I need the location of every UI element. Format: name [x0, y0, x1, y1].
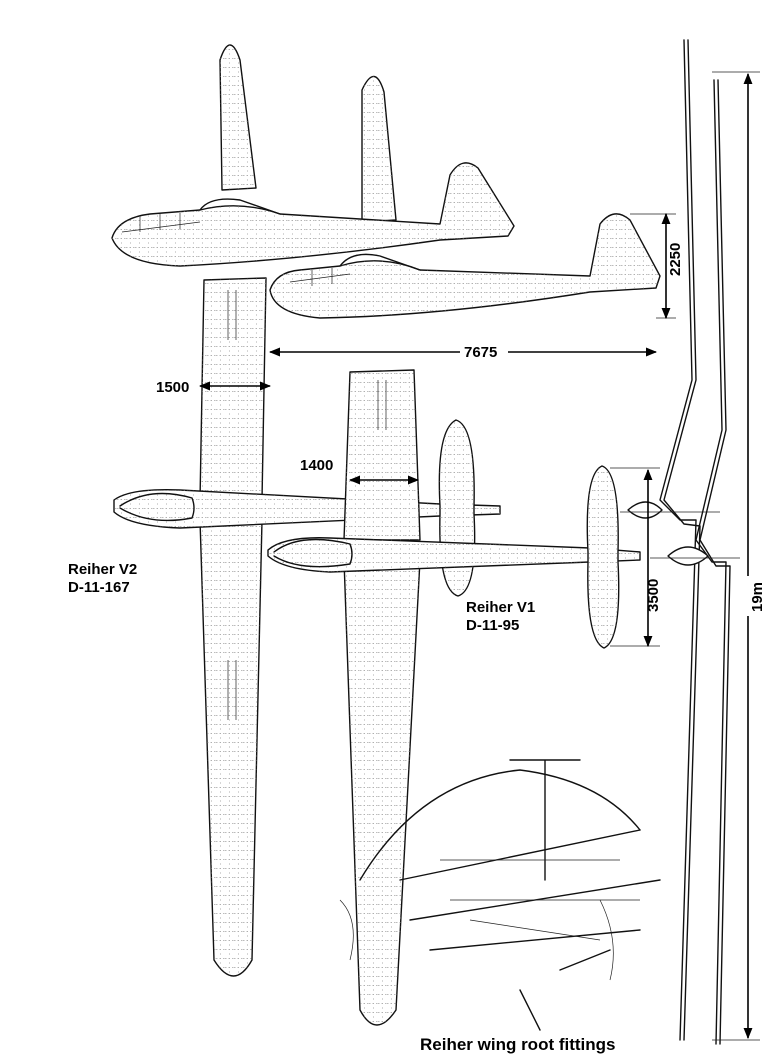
- wingtip-v1-top: [361, 75, 397, 223]
- dimension-height: 2250: [630, 212, 684, 320]
- side-view-fuselage-v1: [269, 213, 661, 319]
- label-reiher-v2-registration: D-11-167: [68, 579, 130, 596]
- front-view-v2: [620, 39, 720, 1041]
- label-reiher-v1-name: Reiher V1: [466, 599, 535, 616]
- dimension-height-label: 2250: [667, 243, 684, 276]
- plan-view-v1: [267, 369, 641, 1026]
- label-reiher-v1-registration: D-11-95: [466, 617, 519, 634]
- wingtip-v2-top: [219, 44, 257, 191]
- dimension-chord-v1-label: 1400: [300, 457, 333, 474]
- front-view-v1: [650, 79, 740, 1045]
- dimension-chord-v1: 1400: [300, 457, 420, 485]
- caption-wing-root-fittings: Reiher wing root fittings: [420, 1035, 616, 1054]
- dimension-length: 7675: [268, 340, 658, 362]
- dimension-chord-v2: 1500: [156, 379, 272, 396]
- dimension-length-label: 7675: [464, 344, 497, 361]
- dimension-chord-v2-label: 1500: [156, 379, 189, 396]
- dimension-tailplane-span-label: 3500: [645, 579, 662, 612]
- dimension-wingspan-label: 19m: [749, 582, 766, 612]
- label-reiher-v2-name: Reiher V2: [68, 561, 137, 578]
- side-view-fuselage-v2: [111, 162, 515, 267]
- dimension-tailplane-span: 3500: [610, 467, 662, 648]
- dimension-wingspan: 19m: [712, 71, 766, 1041]
- label-reiher-v2: Reiher V2 D-11-167: [68, 561, 137, 596]
- wing-root-fittings-detail: [339, 759, 661, 1031]
- label-reiher-v1: Reiher V1 D-11-95: [466, 599, 535, 634]
